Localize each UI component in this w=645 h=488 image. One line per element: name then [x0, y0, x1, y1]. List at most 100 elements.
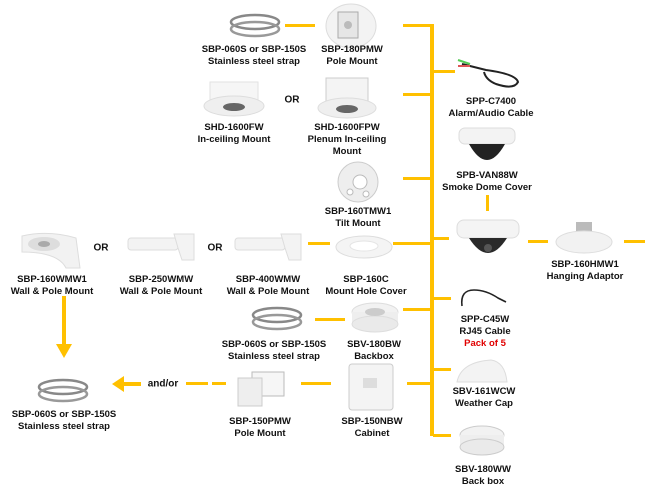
pole-mount-icon [236, 370, 286, 408]
model-number: SBP-060S or SBP-150S [221, 339, 327, 350]
product-label: SHD-1600FPW Plenum In-ceiling Mount [308, 122, 387, 158]
model-description: Cabinet [354, 428, 390, 439]
model-description: In-ceiling Mount [197, 134, 271, 145]
model-description: Backbox [354, 351, 394, 362]
connector-line [315, 318, 345, 321]
hanging-adaptor-icon [554, 220, 614, 256]
cabinet-icon [347, 362, 397, 412]
connector-line [403, 93, 433, 96]
product-label: SBV-161WCW Weather Cap [453, 386, 516, 410]
connector-line [433, 368, 451, 371]
pole-mount-icon [325, 2, 377, 50]
model-number: SBV-161WCW [452, 386, 516, 397]
model-number: SHD-1600FW [204, 122, 264, 133]
wall-mount-icon [126, 232, 196, 264]
connector-line [393, 242, 431, 245]
connector-line [624, 240, 645, 243]
product-label: SHD-1600FW In-ceiling Mount [198, 122, 271, 146]
product-label: SBP-060S or SBP-150S Stainless steel str… [12, 409, 117, 433]
product-label: SBP-160WMW1 Wall & Pole Mount [11, 274, 94, 298]
model-number: SBP-150PMW [229, 416, 291, 427]
model-description: Stainless steel strap [228, 351, 320, 362]
or-text: OR [93, 242, 109, 254]
model-description: Pole Mount [326, 56, 378, 67]
main-bus-line [430, 24, 434, 436]
product-label: SBP-060S or SBP-150S Stainless steel str… [202, 44, 307, 68]
product-label: SBP-160TMW1 Tilt Mount [325, 206, 392, 230]
model-description: RJ45 Cable [459, 326, 511, 337]
steel-strap-icon [228, 12, 282, 40]
model-description: Plenum In-ceiling [307, 134, 387, 145]
model-number: SBP-180PMW [321, 44, 383, 55]
model-number: SBP-160C [343, 274, 389, 285]
cable-icon [456, 56, 526, 92]
connector-line [186, 382, 208, 385]
inceiling-mount-icon [202, 78, 266, 120]
connector-line [403, 177, 433, 180]
model-description: Mount [332, 146, 362, 157]
model-number: SPP-C7400 [465, 96, 517, 107]
model-description: Hanging Adaptor [546, 271, 624, 282]
model-description: Stainless steel strap [208, 56, 300, 67]
model-description: Smoke Dome Cover [442, 182, 532, 193]
plenum-mount-icon [316, 76, 378, 122]
model-number: SBV-180WW [455, 464, 511, 475]
connector-line [433, 237, 449, 240]
product-label: SBP-160HMW1 Hanging Adaptor [547, 259, 624, 283]
down-arrow [56, 296, 72, 360]
model-number: SBP-250WMW [128, 274, 194, 285]
product-label: SBV-180BW Backbox [347, 339, 401, 363]
or-text: OR [284, 94, 300, 106]
connector-line [433, 434, 451, 437]
connector-line [308, 242, 330, 245]
product-label: SBP-060S or SBP-150S Stainless steel str… [222, 339, 327, 363]
model-number: SBP-160TMW1 [324, 206, 392, 217]
model-description: Wall & Pole Mount [119, 286, 203, 297]
connector-line [301, 382, 331, 385]
product-label: SBP-150PMW Pole Mount [229, 416, 291, 440]
model-description: Wall & Pole Mount [226, 286, 310, 297]
connector-line [403, 24, 433, 27]
connector-line [407, 382, 433, 385]
product-label: SBP-180PMW Pole Mount [321, 44, 383, 68]
product-label: SBP-150NBW Cabinet [341, 416, 402, 440]
backbox-icon [350, 300, 400, 334]
model-number: SBP-160HMW1 [551, 259, 619, 270]
model-number: SBP-060S or SBP-150S [201, 44, 307, 55]
hole-cover-icon [334, 234, 394, 260]
model-number: SBP-150NBW [341, 416, 403, 427]
model-description: Stainless steel strap [18, 421, 110, 432]
tilt-mount-icon [336, 160, 380, 204]
product-label: SBP-400WMW Wall & Pole Mount [227, 274, 310, 298]
wall-mount-icon [18, 230, 84, 272]
or-text: OR [207, 242, 223, 254]
pack-note: Pack of 5 [464, 338, 506, 349]
product-label: SPP-C7400 Alarm/Audio Cable [449, 96, 534, 120]
model-description: Pole Mount [234, 428, 286, 439]
product-label: SPB-VAN88W Smoke Dome Cover [442, 170, 532, 194]
product-label: SBP-160C Mount Hole Cover [325, 274, 406, 298]
smoke-dome-icon [457, 126, 517, 172]
rj45-cable-icon [458, 286, 508, 310]
model-number: SBP-060S or SBP-150S [11, 409, 117, 420]
connector-line [403, 308, 433, 311]
model-number: SHD-1600FPW [314, 122, 380, 133]
left-arrow [112, 376, 142, 392]
model-number: SBP-400WMW [235, 274, 301, 285]
connector-line [285, 24, 315, 27]
model-number: SBP-160WMW1 [17, 274, 87, 285]
model-description: Mount Hole Cover [325, 286, 407, 297]
connector-line [433, 70, 455, 73]
model-description: Tilt Mount [335, 218, 381, 229]
connector-line [528, 240, 548, 243]
model-number: SBV-180BW [347, 339, 401, 350]
product-label: SBV-180WW Back box [455, 464, 511, 488]
model-description: Back box [461, 476, 505, 487]
weather-cap-icon [455, 358, 509, 386]
steel-strap-icon [250, 305, 304, 333]
connector-line [486, 195, 489, 211]
model-number: SPP-C45W [460, 314, 510, 325]
steel-strap-icon [36, 377, 90, 405]
connector-line [212, 382, 226, 385]
and-or-text: and/or [147, 378, 179, 390]
